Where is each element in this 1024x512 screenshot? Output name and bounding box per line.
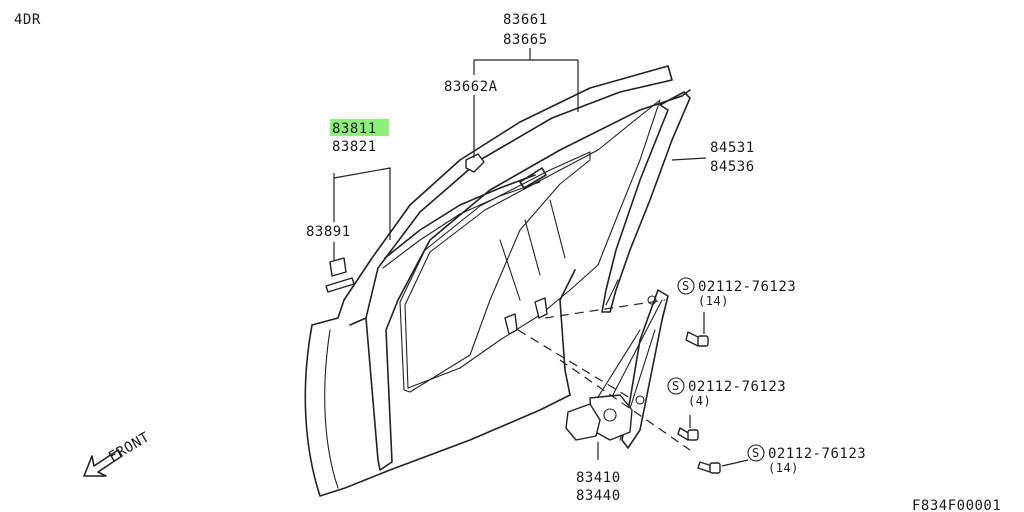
- bolt-callout-3: S 02112-76123 (14): [747, 444, 866, 475]
- front-label: FRONT: [106, 429, 153, 465]
- corner-label: 4DR: [14, 12, 41, 28]
- diagram-code: F834F00001: [912, 498, 1001, 512]
- label-83662a: 83662A: [444, 79, 498, 95]
- label-83665: 83665: [503, 32, 548, 48]
- window-regulator: [565, 289, 669, 449]
- bolt-3-number: 02112-76123: [768, 446, 866, 462]
- bolt-1: [685, 331, 709, 347]
- bolt-1-symbol: S: [682, 279, 690, 293]
- standard-part-icon: [677, 277, 695, 295]
- bolt-1-number: 02112-76123: [698, 279, 796, 295]
- bolt-2-symbol: S: [672, 379, 680, 393]
- standard-part-icon: [747, 444, 765, 462]
- label-84536: 84536: [710, 159, 755, 175]
- install-line-3: [559, 359, 691, 451]
- label-83811: 83811: [332, 121, 377, 137]
- label-83661: 83661: [503, 12, 548, 28]
- clip-part: [465, 153, 485, 173]
- door-panel: [304, 65, 691, 497]
- bolt-3: [697, 461, 721, 474]
- bolt-2-number: 02112-76123: [688, 379, 786, 395]
- label-83410: 83410: [576, 470, 621, 486]
- bracket-2: [534, 297, 548, 319]
- standard-part-icon: [667, 377, 685, 395]
- front-arrow-icon: [83, 449, 123, 477]
- label-83440: 83440: [576, 488, 621, 504]
- retainer-part: [329, 257, 347, 277]
- highlight-box: [330, 119, 389, 136]
- install-line-1: [517, 329, 631, 399]
- glass-run-channel: [601, 91, 691, 313]
- install-line-2: [544, 299, 666, 319]
- leader-lines: [333, 48, 749, 467]
- bolt-3-qty: (14): [768, 461, 799, 475]
- label-83891: 83891: [306, 224, 351, 240]
- bolt-callout-2: S 02112-76123 (4): [667, 377, 786, 408]
- label-83821: 83821: [332, 139, 377, 155]
- bolt-callout-1: S 02112-76123 (14): [677, 277, 796, 308]
- bolt-3-symbol: S: [752, 446, 760, 460]
- bolt-2-qty: (4): [688, 394, 711, 408]
- bracket-1: [504, 313, 518, 335]
- bolt-1-qty: (14): [698, 294, 729, 308]
- label-84531: 84531: [710, 140, 755, 156]
- bolt-2: [677, 427, 699, 441]
- moulding-strip: [325, 277, 355, 293]
